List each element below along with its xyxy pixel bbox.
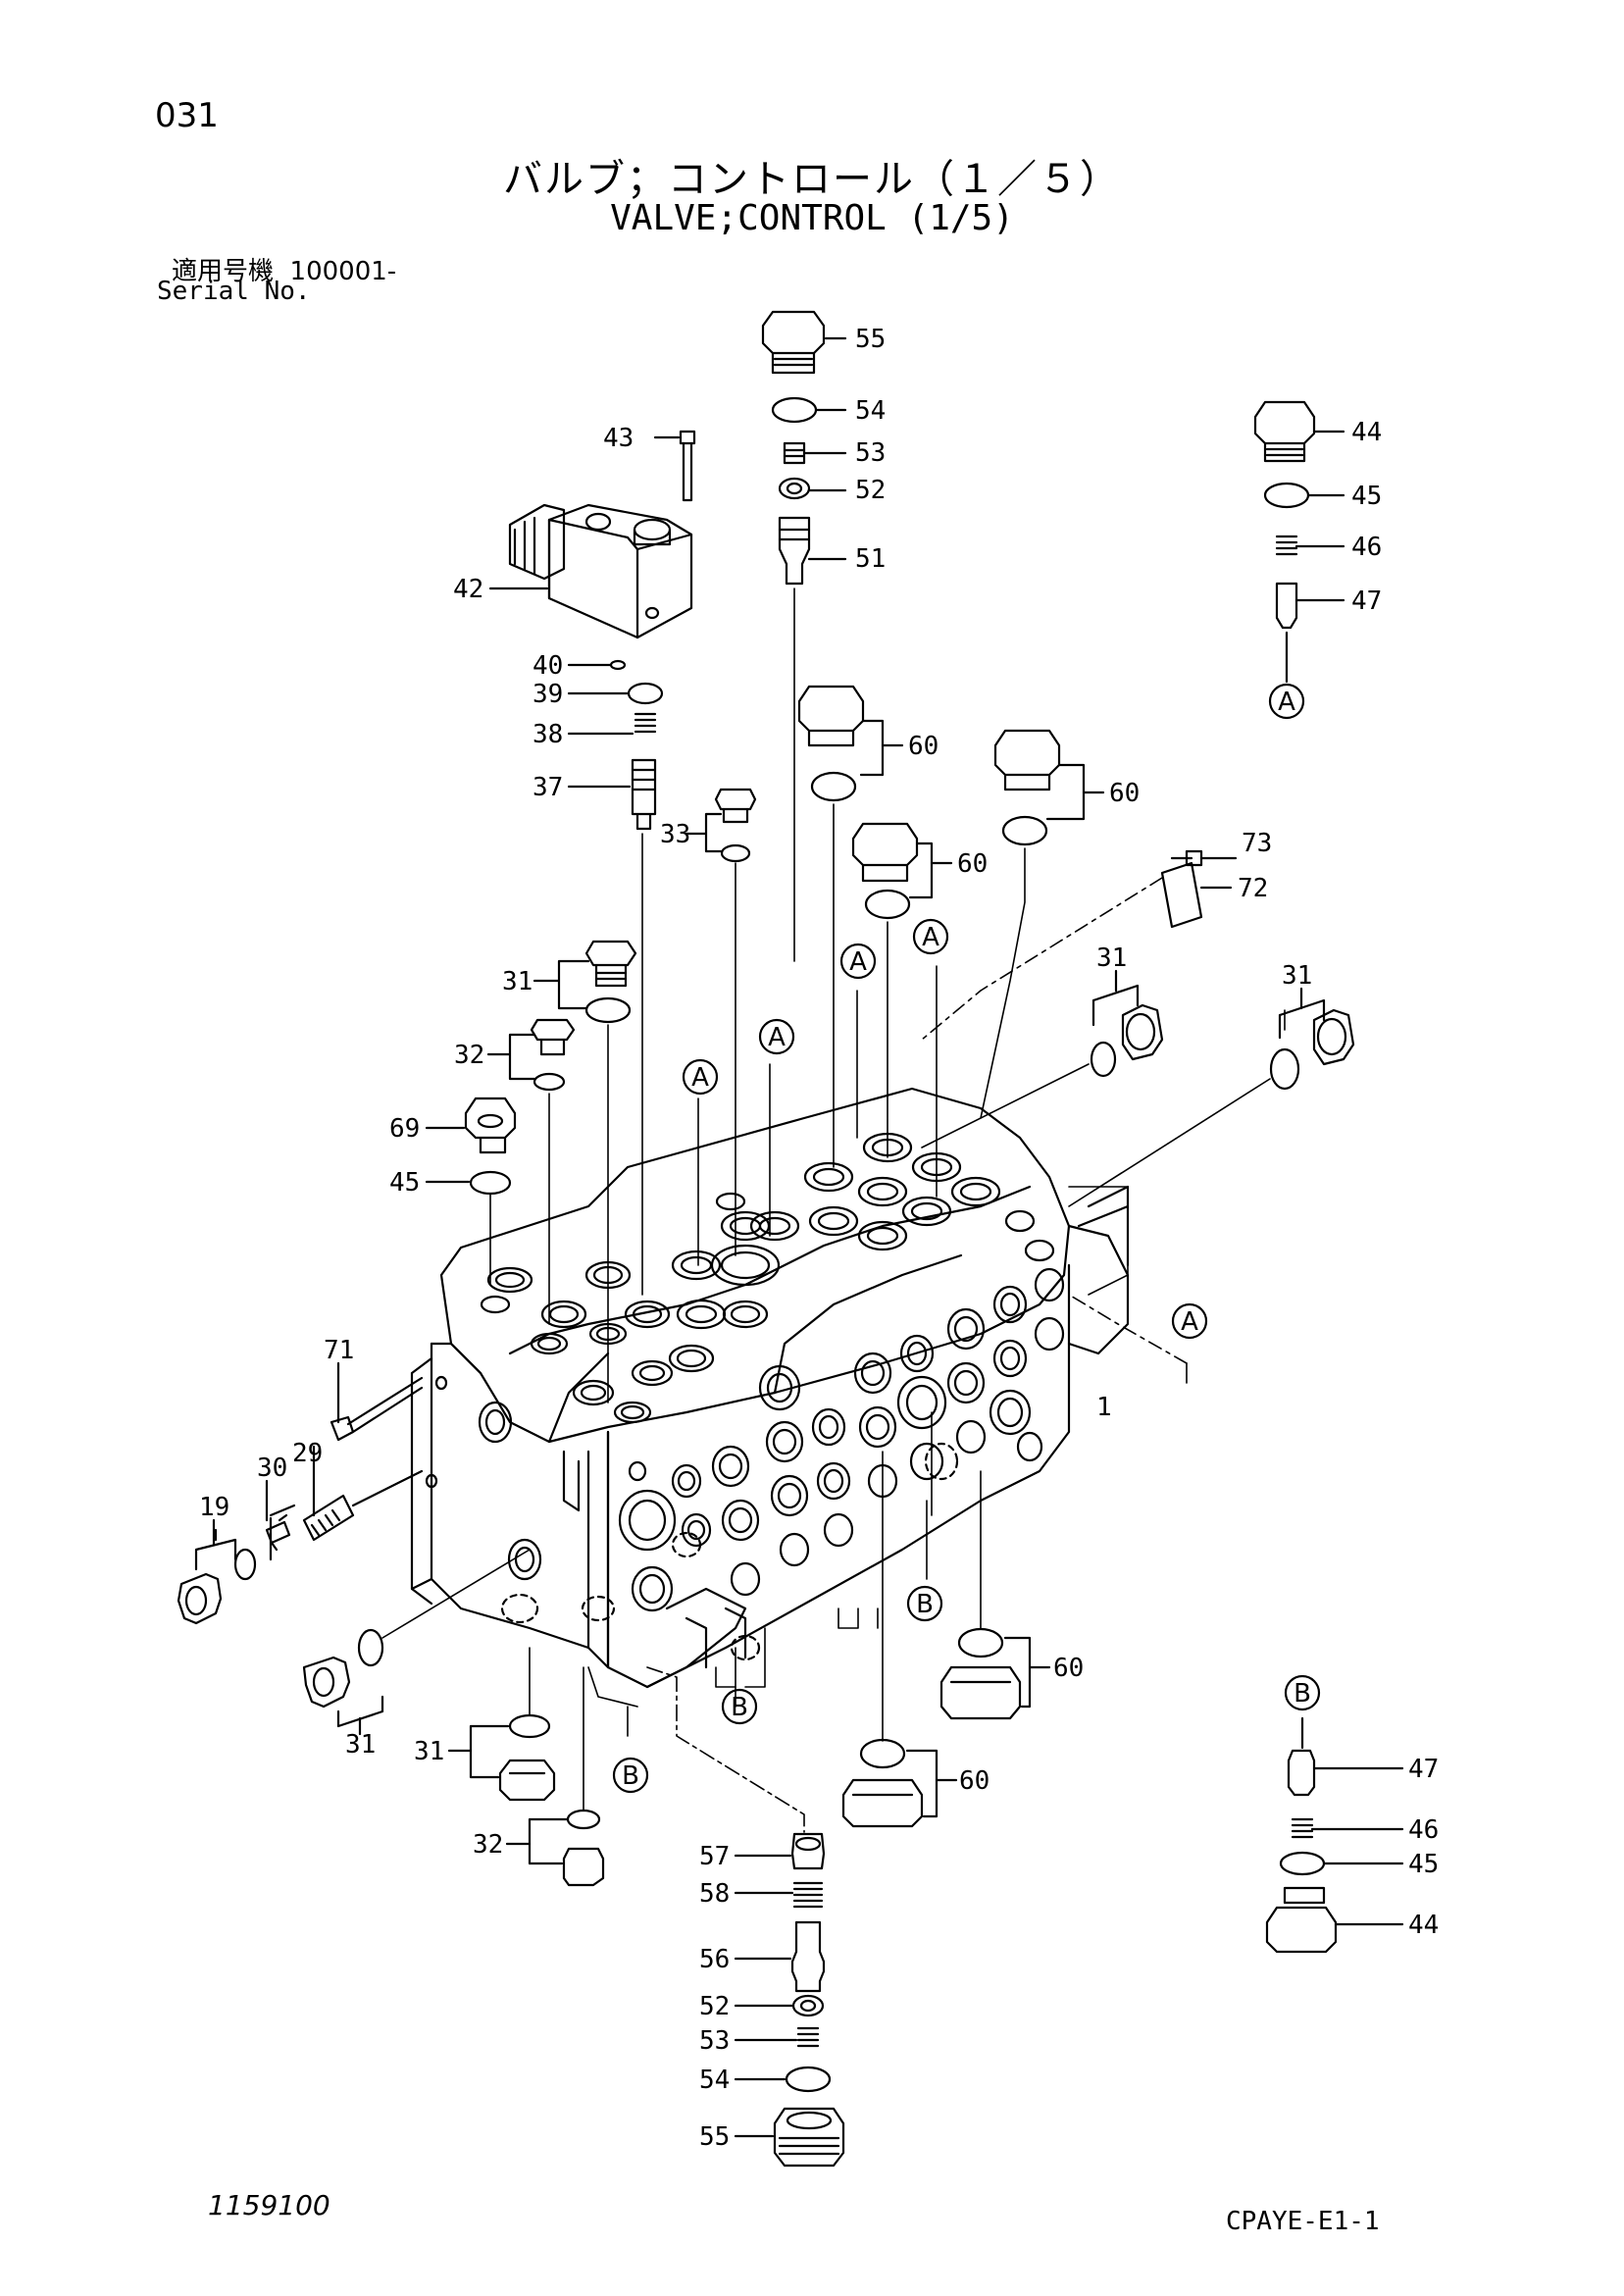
callout-58: 58	[699, 1879, 730, 1909]
callout-46-bottom: 46	[1408, 1815, 1439, 1845]
callout-53-bottom: 53	[699, 2026, 730, 2056]
callout-31-right-a: 31	[1096, 944, 1127, 973]
ref-a-3: A	[768, 1023, 786, 1052]
callout-31-right-b: 31	[1282, 961, 1312, 991]
callout-54-top: 54	[855, 396, 886, 426]
callout-45-bottom: 45	[1408, 1850, 1439, 1879]
callout-45-top: 45	[1351, 482, 1382, 511]
callout-42: 42	[453, 575, 483, 604]
page-title-japanese: バルブ；コントロール（１／５）	[503, 157, 1121, 202]
callout-55-bottom: 55	[699, 2122, 730, 2152]
plugs-60-bottom	[841, 1411, 1051, 1828]
ref-a-top-right: A	[1278, 688, 1295, 717]
reference-guide-lines	[587, 965, 1286, 1737]
ref-b-1: B	[916, 1590, 934, 1619]
callout-57: 57	[699, 1842, 730, 1871]
callout-53-top: 53	[855, 438, 886, 468]
callout-45-left: 45	[389, 1168, 420, 1198]
callout-47-bottom: 47	[1408, 1755, 1439, 1784]
callout-60-a: 60	[908, 732, 939, 761]
serial-number-line: 適用号機 100001-	[172, 251, 396, 287]
callout-55-top: 55	[855, 325, 886, 354]
callout-32-bottom: 32	[473, 1830, 503, 1860]
plugs-31-32-left	[486, 940, 637, 1403]
callout-31-left-lower: 31	[345, 1730, 376, 1760]
callout-38: 38	[533, 720, 563, 749]
cover-72-73	[921, 849, 1238, 1041]
callout-31-bottom: 31	[414, 1737, 444, 1766]
ref-a-4: A	[691, 1063, 709, 1093]
callout-37: 37	[533, 773, 563, 802]
plug-stack-44-47-bottom	[1265, 1716, 1404, 1954]
plug-69-45	[425, 1097, 517, 1286]
callout-32-left: 32	[454, 1041, 484, 1070]
callout-40: 40	[533, 651, 563, 681]
callout-60-c: 60	[1109, 779, 1140, 808]
callout-52-bottom: 52	[699, 1992, 730, 2021]
callout-30: 30	[257, 1454, 287, 1483]
ref-b-3: B	[622, 1761, 639, 1791]
callout-60-e: 60	[959, 1766, 990, 1796]
figure-code: CPAYE-E1-1	[1226, 2207, 1380, 2236]
ref-a-1: A	[922, 923, 939, 952]
ref-a-2: A	[849, 947, 867, 977]
solenoid-assembly	[488, 430, 696, 1296]
callout-69: 69	[389, 1114, 420, 1144]
callout-54-bottom: 54	[699, 2066, 730, 2095]
callout-19: 19	[199, 1493, 229, 1522]
reference-circles	[612, 683, 1321, 1794]
bottom-plug-stack	[646, 1666, 845, 2168]
callout-60-b: 60	[957, 849, 988, 879]
callout-71: 71	[324, 1336, 354, 1365]
plugs-31-right	[921, 969, 1355, 1296]
serial-value: 100001-	[289, 257, 397, 286]
ref-a-5: A	[1181, 1307, 1198, 1337]
serial-label-english: Serial No.	[157, 277, 311, 306]
callout-1: 1	[1096, 1393, 1112, 1422]
callout-29: 29	[292, 1439, 323, 1468]
figure-number: 1159100	[208, 2189, 330, 2221]
ref-b-4: B	[1294, 1679, 1311, 1709]
top-plug-stack	[761, 310, 847, 962]
callout-33: 33	[660, 820, 690, 849]
callout-44-bottom: 44	[1408, 1911, 1439, 1940]
ref-b-2: B	[731, 1693, 748, 1722]
plug-stack-44-47	[1253, 400, 1345, 684]
page-title-english: VALVE;CONTROL (1/5)	[610, 198, 1014, 238]
reference-letters: A A A A A A B B B B	[622, 688, 1311, 1791]
callout-46-top: 46	[1351, 533, 1382, 562]
callout-47-top: 47	[1351, 587, 1382, 616]
callout-labels: 55 54 53 52 51 43 42 40 39 38 37 33 44 4…	[199, 325, 1439, 2152]
plugs-60-top	[797, 685, 1105, 1168]
callout-51: 51	[855, 544, 886, 574]
callout-56: 56	[699, 1945, 730, 1974]
callout-52-top: 52	[855, 476, 886, 505]
callout-44-top: 44	[1351, 418, 1382, 447]
page-number: 031	[155, 96, 219, 135]
plug-33	[685, 788, 757, 1256]
plugs-31-32-bottom	[447, 1647, 605, 1887]
callout-39: 39	[533, 680, 563, 709]
left-side-parts	[177, 1361, 531, 1736]
callout-43: 43	[603, 424, 634, 453]
serial-label-japanese: 適用号機	[172, 257, 275, 286]
callout-31-left: 31	[502, 967, 533, 996]
callout-60-d: 60	[1053, 1654, 1084, 1683]
callout-73: 73	[1242, 829, 1272, 858]
callout-72: 72	[1238, 874, 1268, 903]
valve-body	[410, 1087, 1130, 1689]
